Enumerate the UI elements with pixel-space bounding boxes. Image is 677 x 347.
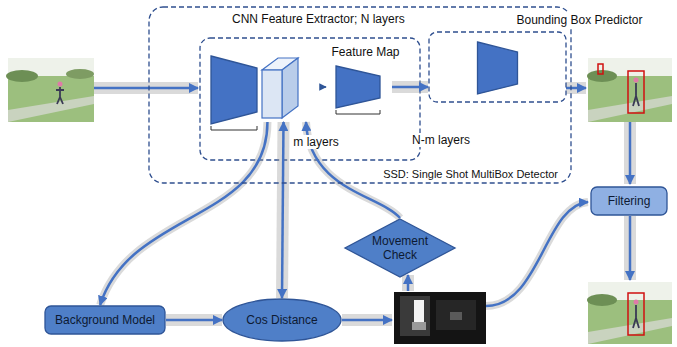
filtered-image (633, 305, 639, 328)
input-image (56, 87, 64, 104)
arrow-band (282, 122, 284, 298)
flow-arrow (566, 82, 586, 94)
filtered-image (588, 282, 672, 344)
node-label: m layers (292, 135, 339, 149)
output-image (587, 70, 617, 82)
arrow-line (392, 86, 428, 89)
input-image (6, 58, 94, 122)
flow-arrow (94, 82, 198, 94)
output-image (588, 96, 672, 122)
decision-diamond: Movement Check (344, 218, 456, 278)
node-label: N-m layers (411, 133, 471, 147)
heatmap-image (400, 296, 430, 336)
inner-dashed-box (200, 38, 420, 160)
output-image (588, 58, 672, 76)
arrow-line (166, 319, 222, 322)
heatmap-image (436, 300, 476, 330)
thin-arrow (321, 87, 326, 88)
output-image (588, 58, 672, 122)
feature-map: Feature Map (246, 42, 321, 122)
flow-arrow (402, 275, 414, 291)
process-ellipse: Cos Distance (222, 298, 342, 342)
input-image (66, 69, 94, 79)
arrow-band (392, 81, 428, 93)
input-image (6, 70, 38, 82)
heatmap-image (450, 312, 462, 320)
flow-arrow (486, 202, 588, 306)
flow-arrow (629, 122, 632, 184)
layer-block: m layers (206, 54, 262, 146)
flow-arrow (100, 122, 267, 305)
filtered-image (628, 293, 644, 335)
input-image (8, 96, 94, 122)
flow-arrow (392, 86, 428, 87)
node-label: Feature Map (330, 45, 400, 59)
output-image (634, 78, 639, 83)
filtered-image (587, 282, 672, 344)
node-label: Bounding Box Predictor (515, 13, 643, 27)
flow-arrow (166, 320, 222, 321)
flow-arrow (342, 314, 392, 326)
heatmap-image (412, 322, 426, 330)
flow-arrow (94, 88, 630, 320)
input-image (58, 82, 63, 87)
heatmap-image (394, 292, 486, 344)
output-image (633, 83, 639, 106)
node-label: CNN Feature Extractor; N layers (230, 12, 407, 26)
layer-block: N-m layers (326, 62, 392, 144)
flow-arrow (629, 216, 632, 280)
node-label: Filtering (608, 194, 651, 208)
node-label: Background Model (55, 313, 155, 327)
output-image (628, 71, 644, 113)
process-box: Filtering (590, 186, 668, 216)
process-box: Background Model (44, 305, 166, 335)
arrow-line (282, 122, 284, 298)
arrow-line (100, 122, 267, 305)
filtered-image (587, 294, 617, 306)
flow-arrow (624, 122, 636, 184)
arrow-band (100, 122, 267, 305)
layer-block-shape (206, 54, 262, 146)
heatmap-image (394, 292, 486, 344)
flow-arrow (407, 275, 410, 291)
layer-block-shape (326, 62, 392, 144)
filtered-image (634, 300, 639, 305)
node-caption: SSD: Single Shot MultiBox Detector (381, 167, 560, 181)
node-label: Cos Distance (246, 313, 317, 327)
output-image (587, 58, 672, 122)
predictor-box: Bounding Box Predictor (428, 10, 567, 104)
input-image (8, 58, 94, 122)
heatmap-image (414, 300, 424, 322)
arrow-line (321, 86, 326, 88)
feature-map-shape (246, 42, 321, 122)
flow-arrow (486, 202, 588, 306)
flow-arrow (624, 216, 636, 280)
flow-arrow (566, 87, 586, 90)
flow-arrow (94, 87, 198, 90)
flow-arrow (342, 319, 392, 322)
flow-arrow (282, 122, 284, 298)
cnn-region: CNN Feature Extractor; N layersSSD: Sing… (148, 6, 572, 184)
arrow-band (166, 314, 222, 326)
filtered-image (588, 318, 672, 344)
node-label: Movement Check (367, 234, 433, 262)
output-image (598, 64, 603, 74)
